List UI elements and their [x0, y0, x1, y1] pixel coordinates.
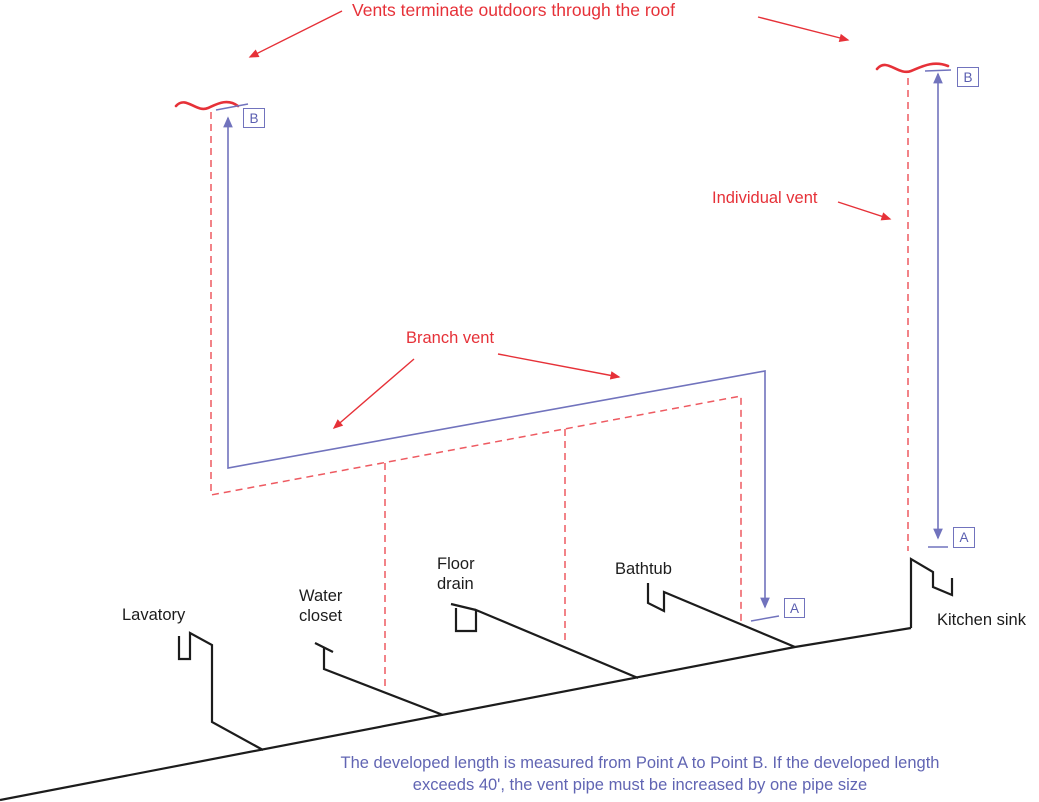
water-closet-label: Water closet: [299, 587, 343, 625]
water-closet-trap-drain: [314, 642, 444, 717]
point-a-box-right: A: [953, 527, 975, 548]
lavatory-trap-drain: [177, 631, 264, 751]
pointer-arrow-individual-vent: [837, 201, 892, 221]
roof-line-left: [174, 100, 240, 111]
floor-drain-trap-drain: [450, 602, 639, 680]
floor-drain-label: Floor drain: [437, 555, 475, 593]
roof-vent-note: Vents terminate outdoors through the roo…: [352, 0, 675, 20]
pointer-arrow-roof-left: [248, 10, 343, 58]
roof-line-right: [875, 62, 950, 74]
branch-vent-label: Branch vent: [406, 329, 495, 347]
developed-length-measure-left: [223, 116, 770, 609]
kitchen-sink-trap-drain: [909, 557, 954, 628]
point-b-box-left: B: [243, 108, 265, 128]
point-b-box-right: B: [957, 67, 979, 87]
pointer-arrow-branch-vent-left: [332, 358, 415, 429]
vent-stack-and-branch-vent-dashed: [210, 112, 742, 624]
point-a-box-left: A: [784, 598, 805, 618]
lavatory-label: Lavatory: [122, 606, 186, 624]
pointer-arrow-branch-vent-right: [497, 353, 621, 380]
measure-tick-a-left: [750, 615, 780, 622]
individual-vent-label: Individual vent: [712, 189, 818, 207]
bathtub-label: Bathtub: [615, 560, 672, 578]
measure-tick-b-left: [215, 103, 249, 111]
bathtub-trap-drain: [646, 583, 796, 649]
pointer-arrow-roof-right: [757, 16, 850, 42]
kitchen-sink-label: Kitchen sink: [937, 611, 1026, 629]
measure-tick-b-right: [924, 69, 952, 72]
developed-length-caption: The developed length is measured from Po…: [340, 754, 940, 794]
